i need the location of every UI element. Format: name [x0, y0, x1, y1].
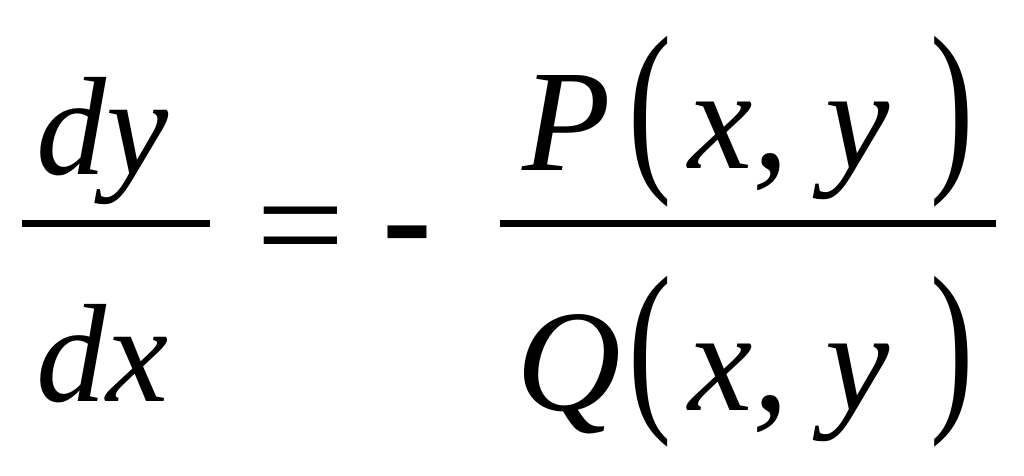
- minus-sign: -: [382, 134, 432, 300]
- rhs-numerator-function: P: [522, 42, 611, 202]
- rhs-numerator-open-paren: (: [628, 0, 672, 209]
- rhs-denominator-arguments: x, y: [688, 282, 890, 442]
- rhs-numerator-close-paren: ): [930, 0, 974, 209]
- rhs-denominator-open-paren: (: [628, 239, 672, 449]
- lhs-numerator: dy: [36, 50, 169, 205]
- rhs-denominator-function: Q: [516, 282, 621, 442]
- lhs-fraction-bar: [22, 220, 210, 227]
- equals-sign: =: [255, 142, 345, 308]
- lhs-denominator: dx: [36, 277, 169, 432]
- rhs-numerator-arguments: x, y: [688, 40, 890, 200]
- rhs-fraction-bar: [500, 220, 996, 227]
- rhs-denominator-close-paren: ): [930, 239, 974, 449]
